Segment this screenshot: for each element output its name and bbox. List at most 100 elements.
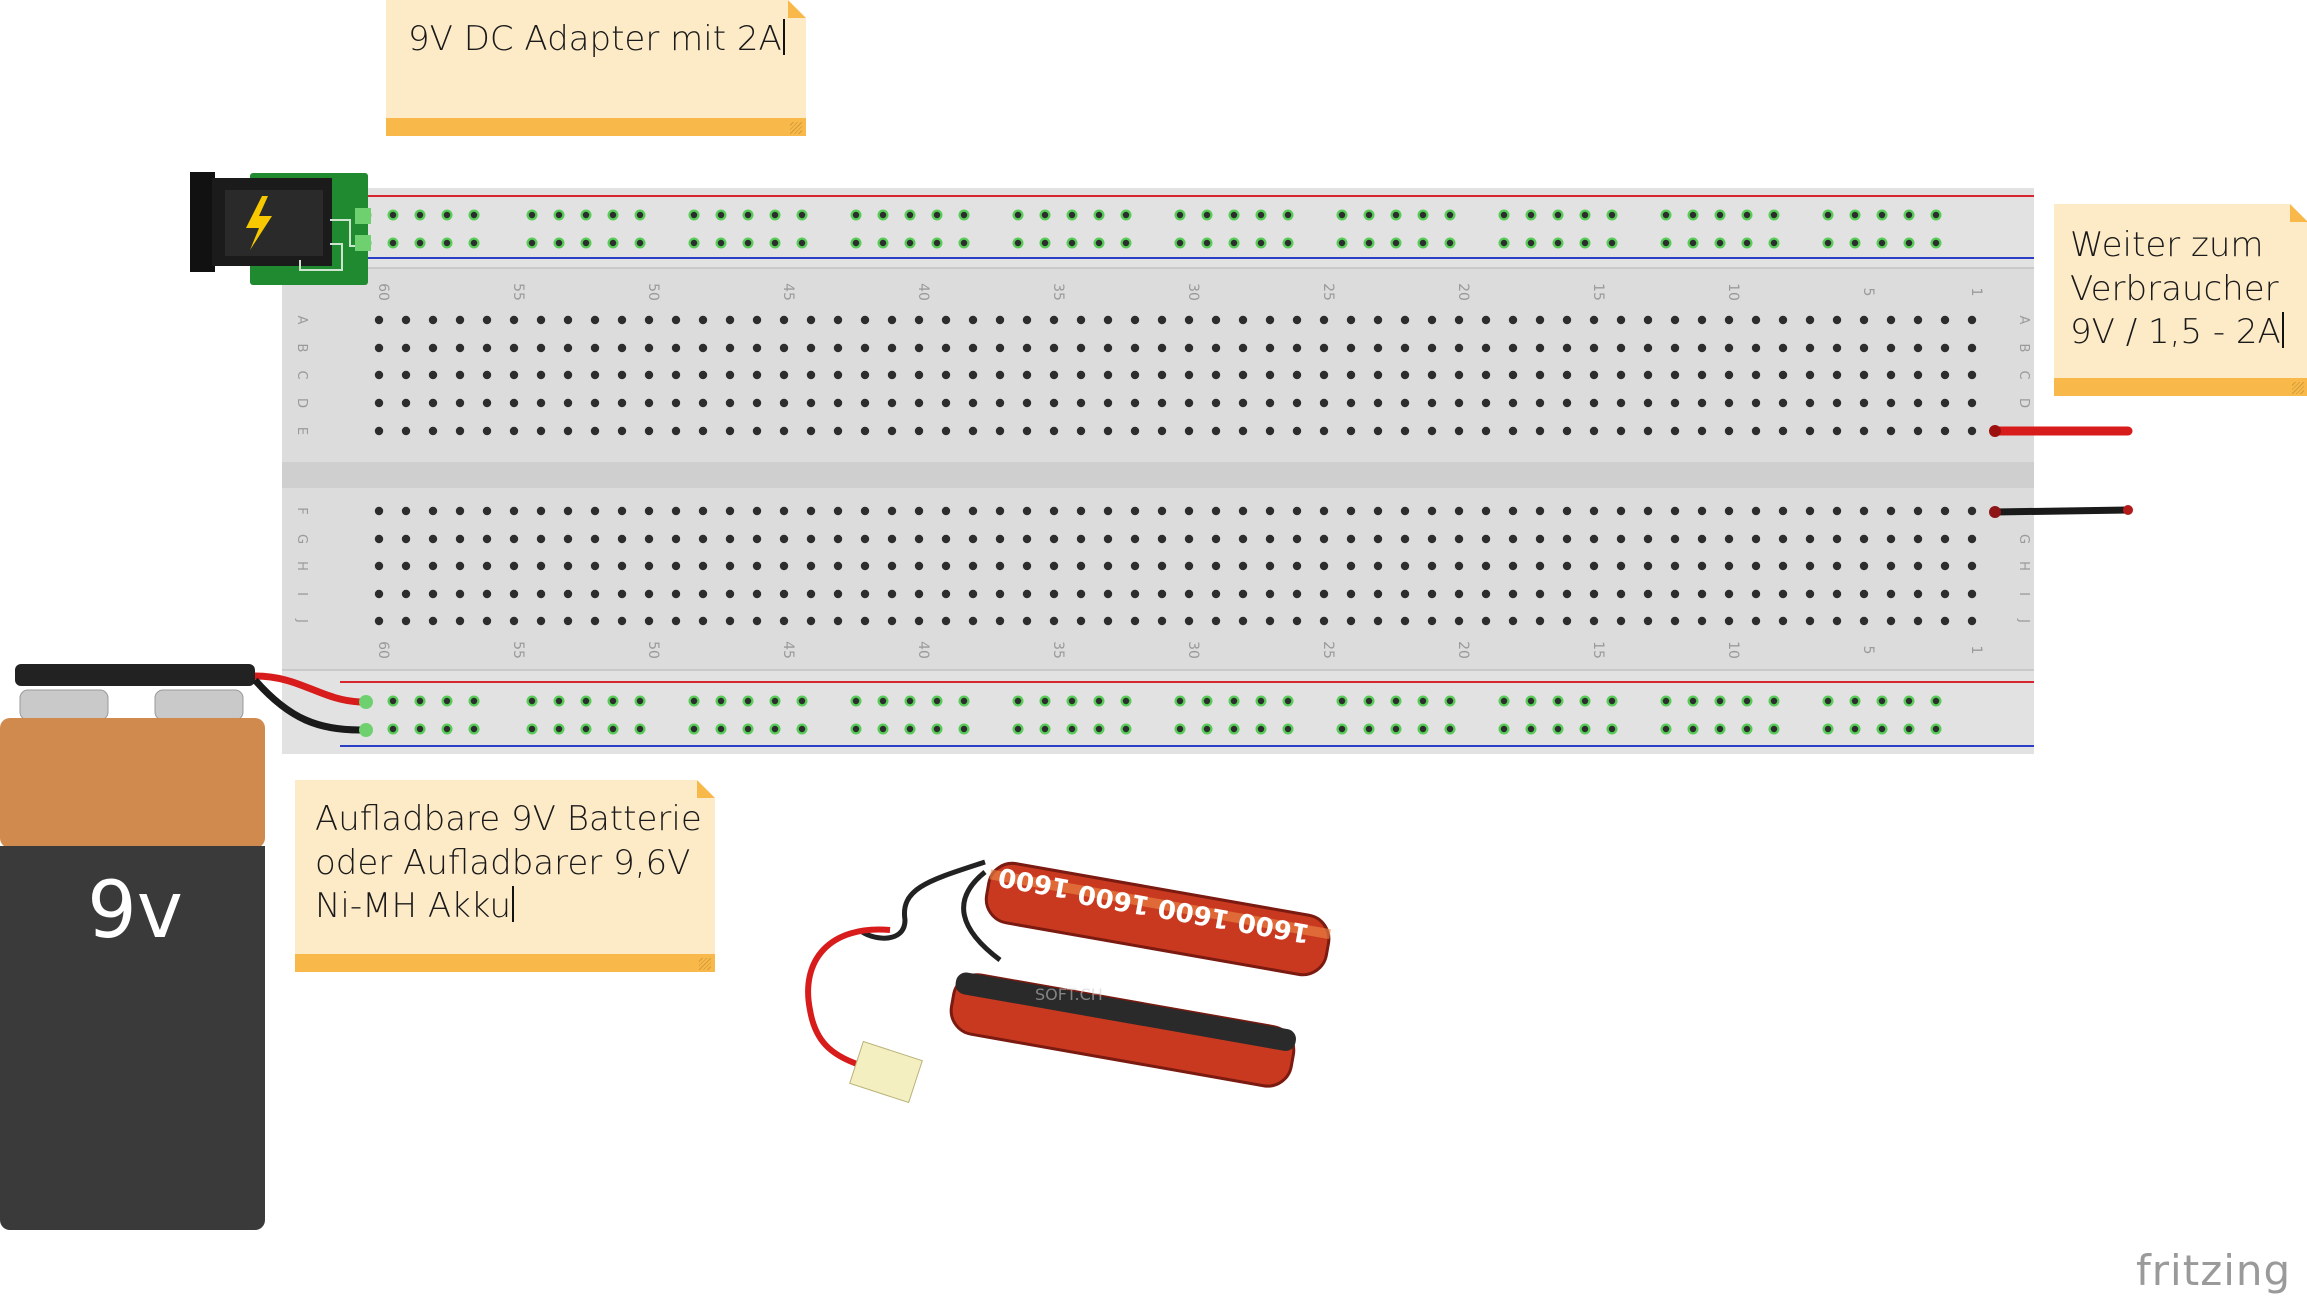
breadboard-hole	[1130, 589, 1140, 599]
breadboard-hole	[401, 370, 411, 380]
rail-hole	[1176, 697, 1184, 705]
breadboard-hole	[374, 315, 384, 325]
breadboard-hole	[509, 426, 519, 436]
breadboard-hole	[833, 370, 843, 380]
breadboard-hole	[1265, 315, 1275, 325]
row-letter-label: B	[2016, 344, 2031, 353]
resize-grip[interactable]	[699, 958, 711, 970]
breadboard-hole	[1508, 343, 1518, 353]
note-battery[interactable]: Aufladbare 9V Batterie oder Aufladbarer …	[295, 780, 715, 972]
row-letter-label: C	[2016, 370, 2031, 379]
rail-hole	[933, 239, 941, 247]
rail-hole	[555, 239, 563, 247]
breadboard-hole	[860, 370, 870, 380]
rail-hole	[690, 725, 698, 733]
breadboard-hole	[590, 589, 600, 599]
breadboard-hole	[995, 589, 1005, 599]
rail-hole	[1203, 239, 1211, 247]
rail-hole	[1527, 697, 1535, 705]
resize-grip[interactable]	[2292, 382, 2304, 394]
column-number-label: 30	[1185, 283, 1201, 301]
rail-hole	[1581, 239, 1589, 247]
breadboard-hole	[995, 506, 1005, 516]
breadboard-hole	[1454, 616, 1464, 626]
breadboard-hole	[1319, 561, 1329, 571]
breadboard-hole	[1832, 616, 1842, 626]
breadboard-hole	[401, 398, 411, 408]
rail-hole	[470, 725, 478, 733]
breadboard-hole	[1427, 315, 1437, 325]
breadboard-hole	[1400, 616, 1410, 626]
resize-grip[interactable]	[790, 122, 802, 134]
breadboard-hole	[1184, 398, 1194, 408]
breadboard-hole	[914, 616, 924, 626]
rail-hole	[1392, 239, 1400, 247]
breadboard-hole	[590, 426, 600, 436]
breadboard-hole	[563, 589, 573, 599]
note-adapter[interactable]: 9V DC Adapter mit 2A	[386, 0, 806, 136]
rail-hole	[1257, 239, 1265, 247]
breadboard-hole	[455, 616, 465, 626]
rail-hole	[1662, 239, 1670, 247]
rail-hole	[1932, 211, 1940, 219]
breadboard-hole	[374, 616, 384, 626]
rail-hole	[636, 725, 644, 733]
breadboard-hole	[1400, 426, 1410, 436]
breadboard-hole	[752, 426, 762, 436]
breadboard-hole	[1346, 315, 1356, 325]
breadboard-hole	[671, 616, 681, 626]
rail-hole	[771, 211, 779, 219]
rail-hole	[1608, 211, 1616, 219]
breadboard-hole	[1346, 370, 1356, 380]
breadboard-hole	[1859, 398, 1869, 408]
rail-hole	[744, 725, 752, 733]
row-letter-label: A	[294, 316, 309, 325]
rail-hole	[1932, 697, 1940, 705]
rail-hole	[443, 725, 451, 733]
rail-hole	[1932, 725, 1940, 733]
breadboard-hole	[1157, 370, 1167, 380]
breadboard-hole	[1940, 370, 1950, 380]
rail-hole	[906, 239, 914, 247]
rail-hole	[1581, 697, 1589, 705]
rail-hole	[1338, 725, 1346, 733]
breadboard-hole	[536, 343, 546, 353]
rail-hole	[1608, 725, 1616, 733]
breadboard-hole	[1049, 370, 1059, 380]
rail-hole	[1824, 697, 1832, 705]
breadboard-hole	[671, 506, 681, 516]
breadboard-hole	[1265, 589, 1275, 599]
breadboard-hole	[1751, 589, 1761, 599]
breadboard-hole	[1292, 506, 1302, 516]
breadboard-hole	[401, 506, 411, 516]
breadboard-hole	[1022, 561, 1032, 571]
breadboard-hole	[1616, 616, 1626, 626]
breadboard-hole	[968, 506, 978, 516]
breadboard-hole	[1886, 506, 1896, 516]
akku-red-lead	[805, 926, 891, 1068]
rail-hole	[1068, 697, 1076, 705]
rail-hole	[1527, 239, 1535, 247]
breadboard-hole	[914, 370, 924, 380]
breadboard-hole	[1886, 398, 1896, 408]
breadboard-hole	[644, 370, 654, 380]
breadboard-hole	[401, 534, 411, 544]
breadboard-hole	[833, 561, 843, 571]
breadboard-hole	[1940, 616, 1950, 626]
center-channel	[282, 462, 2034, 488]
breadboard-hole	[1049, 561, 1059, 571]
breadboard-hole	[1427, 506, 1437, 516]
breadboard-hole	[1589, 426, 1599, 436]
breadboard-hole	[1373, 426, 1383, 436]
rail-hole	[1554, 211, 1562, 219]
breadboard-hole	[590, 343, 600, 353]
breadboard-hole	[1022, 370, 1032, 380]
breadboard-hole	[1886, 534, 1896, 544]
breadboard-hole	[968, 589, 978, 599]
breadboard-hole	[1562, 315, 1572, 325]
rail-hole	[1878, 697, 1886, 705]
rail-hole	[798, 697, 806, 705]
breadboard-hole	[1967, 534, 1977, 544]
note-consumer[interactable]: Weiter zum Verbraucher 9V / 1,5 - 2A	[2054, 204, 2307, 396]
rail-hole	[1905, 239, 1913, 247]
